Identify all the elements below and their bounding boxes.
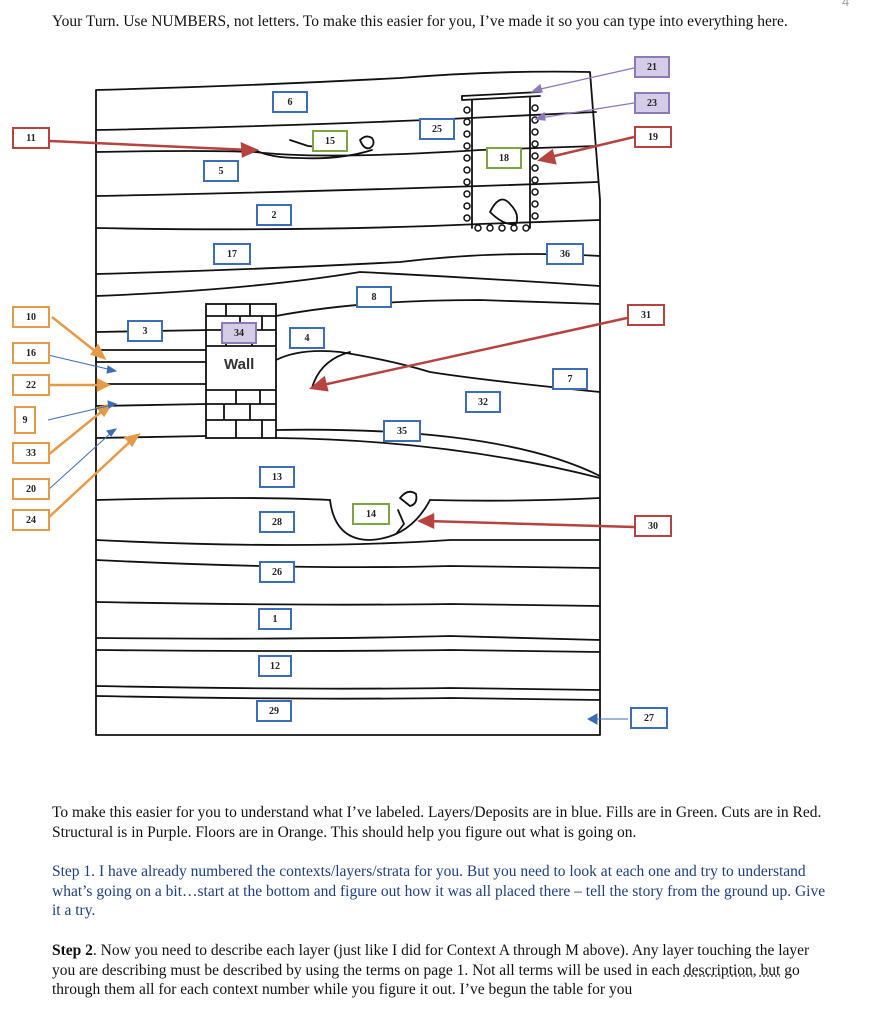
context-28[interactable]: 28	[259, 511, 295, 533]
context-24[interactable]: 24	[12, 509, 50, 531]
context-17[interactable]: 17	[213, 243, 251, 265]
context-15[interactable]: 15	[312, 130, 348, 152]
context-27[interactable]: 27	[630, 707, 668, 729]
step1-title: Step 1.	[52, 863, 96, 880]
context-34[interactable]: 34	[221, 322, 257, 344]
context-12[interactable]: 12	[258, 655, 292, 677]
context-5[interactable]: 5	[203, 160, 239, 182]
context-9[interactable]: 9	[14, 406, 36, 434]
context-3[interactable]: 3	[127, 320, 163, 342]
context-35[interactable]: 35	[383, 420, 421, 442]
context-19[interactable]: 19	[634, 126, 672, 148]
section-outline	[95, 70, 601, 736]
intro-text: Your Turn. Use NUMBERS, not letters. To …	[52, 13, 788, 30]
context-8[interactable]: 8	[356, 286, 392, 308]
context-14[interactable]: 14	[352, 503, 390, 525]
context-25[interactable]: 25	[419, 118, 455, 140]
step1-body: I have already numbered the contexts/lay…	[52, 863, 826, 919]
step1-paragraph: Step 1. I have already numbered the cont…	[52, 862, 832, 921]
context-6[interactable]: 6	[272, 91, 308, 113]
context-1[interactable]: 1	[258, 608, 292, 630]
page-number: 4	[842, 0, 850, 9]
context-26[interactable]: 26	[259, 561, 295, 583]
context-2[interactable]: 2	[256, 204, 292, 226]
context-21[interactable]: 21	[634, 56, 670, 78]
context-20[interactable]: 20	[12, 478, 50, 500]
wall-label: Wall	[220, 356, 259, 373]
context-10[interactable]: 10	[12, 306, 50, 328]
context-16[interactable]: 16	[12, 342, 50, 364]
context-31[interactable]: 31	[627, 304, 665, 326]
context-36[interactable]: 36	[546, 243, 584, 265]
context-4[interactable]: 4	[289, 327, 325, 349]
context-29[interactable]: 29	[256, 700, 292, 722]
context-11[interactable]: 11	[12, 127, 50, 149]
step2-body-2: go through them all for each context num…	[52, 961, 800, 999]
legend-paragraph: To make this easier for you to understan…	[52, 804, 822, 841]
context-23[interactable]: 23	[634, 92, 670, 114]
context-33[interactable]: 33	[12, 442, 50, 464]
context-32[interactable]: 32	[465, 391, 501, 413]
context-30[interactable]: 30	[634, 515, 672, 537]
context-18[interactable]: 18	[486, 147, 522, 169]
step2-body-1: . Now you need to describe each layer (j…	[52, 942, 810, 979]
step2-title: Step 2	[52, 942, 93, 959]
context-13[interactable]: 13	[259, 466, 295, 488]
context-22[interactable]: 22	[12, 374, 50, 396]
context-7[interactable]: 7	[552, 368, 588, 390]
step2-underlined: description, but	[683, 961, 781, 979]
step2-paragraph: Step 2. Now you need to describe each la…	[52, 941, 832, 1000]
